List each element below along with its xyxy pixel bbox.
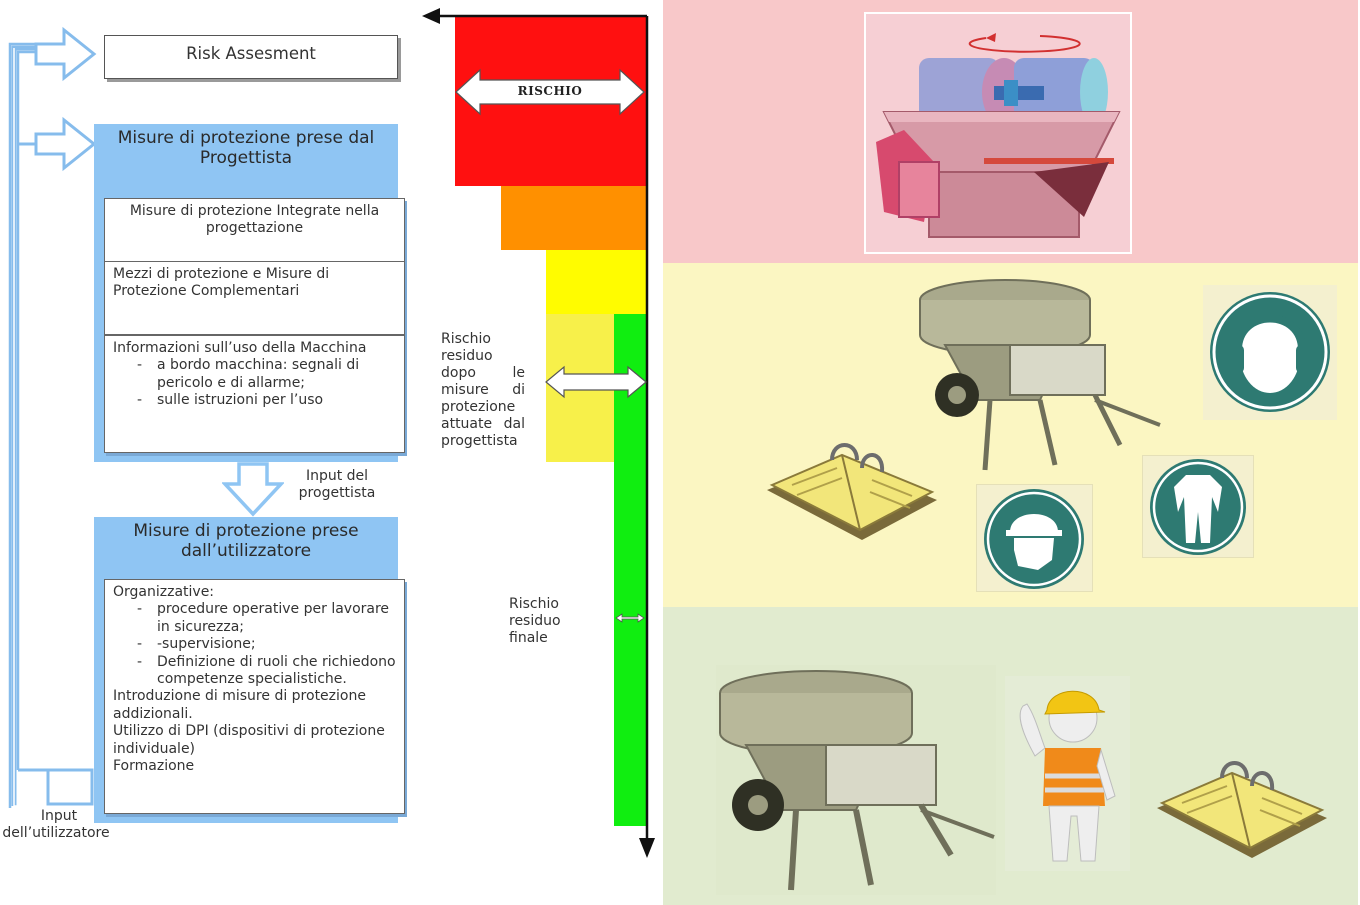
feedback-arrows [8,26,97,808]
organizational-item: Definizione di ruoli che richiedono comp… [113,654,396,689]
machine-info-item: a bordo macchina: segnali di pericolo e … [113,357,396,392]
user-measures-box: Organizzative: procedure operative per l… [104,579,405,814]
risk-assessment-label: Risk Assesment [186,44,316,63]
training-line: Formazione [113,758,195,775]
risk-assessment-box: Risk Assesment [104,35,398,79]
ear-protection-icon [1210,292,1330,412]
helmet-sign-icon [984,489,1084,589]
integrated-measures-box: Misure di protezione Integrate nella pro… [104,198,405,262]
ppe-line: Utilizzo di DPI (dispositivi di protezio… [113,723,385,757]
mortar-mixer-icon [919,279,1161,471]
mortar-mixer-bottom-icon [716,665,996,895]
additional-measures-line: Introduzione di misure di protezione add… [113,688,366,722]
organizational-heading: Organizzative: [113,584,215,600]
worker-with-safety-vest-icon [1005,676,1130,871]
final-residual-label: Rischio residuo finale [509,596,561,646]
machine-info-box: Informazioni sull’uso della Macchina a b… [104,335,405,453]
organizational-item: procedure operative per lavorare in sicu… [113,601,396,636]
protective-suit-icon [1150,459,1246,555]
complementary-measures-text: Mezzi di protezione e Misure di Protezio… [113,266,330,300]
machine-info-heading: Informazioni sull’uso della Macchina [113,340,367,356]
user-input-line2: dell’utilizzatore [2,825,110,841]
designer-measures-panel: Misure di protezione prese dal Progettis… [94,124,405,462]
down-arrow-icon [222,462,284,517]
designer-panel-title: Misure di protezione prese dal Progettis… [117,128,375,168]
residual-after-designer-label: Rischio residuo dopo le misure di protez… [441,331,525,449]
integrated-measures-text: Misure di protezione Integrate nella pro… [129,203,380,237]
organizational-item: -supervisione; [113,636,396,654]
user-input-label: Input dell’utilizzatore [0,808,118,842]
instruction-manual-bottom-icon [1157,761,1327,858]
designer-input-label: Input del progettista [298,468,376,501]
machine-info-item: sulle istruzioni per l’uso [113,392,396,410]
risk-axis [422,8,655,858]
risk-bar-yellow [546,250,647,314]
user-measures-panel: Misure di protezione prese dall’utilizza… [94,517,405,823]
instruction-manual-icon [767,443,937,540]
risk-bar-green [614,314,647,826]
user-panel-title: Misure di protezione prese dall’utilizza… [133,521,359,561]
complementary-measures-box: Mezzi di protezione e Misure di Protezio… [104,261,405,335]
rischio-label: RISCHIO [517,84,583,98]
rotating-mixer-icon [864,12,1132,254]
risk-bar-orange [501,186,647,250]
user-input-line1: Input [40,808,78,824]
